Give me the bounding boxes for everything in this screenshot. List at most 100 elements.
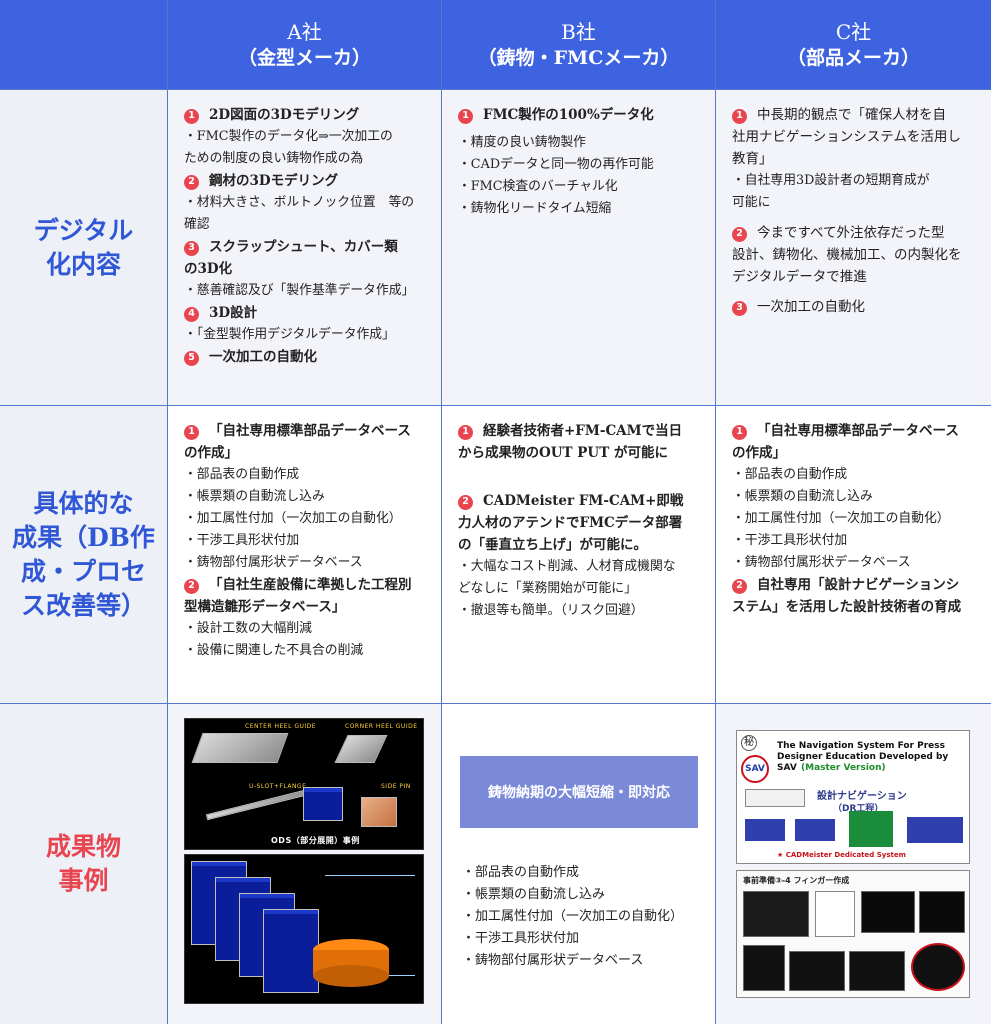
item-detail: 確認 xyxy=(184,217,210,232)
number-badge: 2 xyxy=(732,226,747,242)
u-slot-model xyxy=(205,787,315,821)
item-line: 社用ナビゲーションシステムを活用し xyxy=(732,129,961,145)
item-title: 「自社専用標準部品データベース xyxy=(757,423,959,439)
number-badge: 2 xyxy=(458,494,473,510)
item-detail: ・自社専用3D設計者の短期育成が xyxy=(732,173,930,188)
item-line: 中長期的観点で「確保人材を自 xyxy=(757,107,946,123)
flow-box-5 xyxy=(907,817,963,843)
item-title: から成果物のOUT PUT が可能に xyxy=(458,445,668,461)
slide2-image-1 xyxy=(743,891,809,937)
item-detail: ・部品表の自動作成 xyxy=(184,467,300,482)
item-line: デジタルデータで推進 xyxy=(732,269,867,285)
header-company-b: B社 （鋳物・FMCメーカ） xyxy=(442,0,716,90)
examples-b-list-item: ・部品表の自動作成 xyxy=(462,865,580,880)
results-a-list: 1 「自社専用標準部品データベースの作成」・部品表の自動作成・帳票類の自動流し込み… xyxy=(168,406,441,670)
spacer xyxy=(458,464,701,490)
examples-a-cell: CENTER HEEL GUIDE CORNER HEEL GUIDE U-SL… xyxy=(168,704,442,1024)
header-company-a: A社 （金型メーカ） xyxy=(168,0,442,90)
number-badge: 4 xyxy=(184,306,199,322)
row-examples-text: 成果物 事例 xyxy=(45,832,121,895)
confidential-badge: 秘 xyxy=(741,735,757,751)
list-item-heading: 1 FMC製作の100%データ化 xyxy=(458,104,701,126)
item-detail: ・鋳物化リードタイム短縮 xyxy=(458,201,612,216)
dialog-window xyxy=(303,787,343,821)
examples-b-list-item: ・帳票類の自動流し込み xyxy=(462,887,606,902)
item-detail: ・加工属性付加（一次加工の自動化） xyxy=(732,511,950,526)
header-b-type: （鋳物・FMCメーカ） xyxy=(477,46,680,69)
examples-c-cell: 秘 SAV The Navigation System For Press De… xyxy=(716,704,991,1024)
center-heel-guide-model xyxy=(191,733,289,763)
row-label-digital: デジタル 化内容 xyxy=(0,90,168,406)
slide2-title: 事前準備③-4 フィンガー作成 xyxy=(743,876,850,885)
slide2-image-5 xyxy=(789,951,845,991)
item-title: 一次加工の自動化 xyxy=(209,349,317,365)
item-detail: ・部品表の自動作成 xyxy=(732,467,848,482)
item-detail: ・干渉工具形状付加 xyxy=(184,533,300,548)
item-detail: ための制度の良い鋳物作成の為 xyxy=(184,151,364,166)
slide2-note xyxy=(815,891,855,937)
sav-system-label: ★ CADMeister Dedicated System xyxy=(777,851,906,859)
flow-box-4 xyxy=(849,811,893,847)
item-detail: ・帳票類の自動流し込み xyxy=(184,489,325,504)
results-a-cell: 1 「自社専用標準部品データベースの作成」・部品表の自動作成・帳票類の自動流し込み… xyxy=(168,406,442,704)
item-detail: 可能に xyxy=(732,195,771,210)
item-detail: ・大幅なコスト削減、人材育成機関な xyxy=(458,559,676,574)
item-detail: ・慈善確認及び「製作基準データ作成」 xyxy=(184,283,415,298)
list-item-heading: 2「自社生産設備に準拠した工程別型構造雛形データベース」 xyxy=(184,574,427,618)
header-c-name: C社 xyxy=(835,19,872,44)
item-title: の作成」 xyxy=(184,445,238,461)
header-a-name: A社 xyxy=(287,19,322,44)
examples-b-list-item: ・鋳物部付属形状データベース xyxy=(462,953,644,968)
item-line: 教育」 xyxy=(732,151,773,167)
slide2-image-4 xyxy=(743,945,785,991)
examples-b-list-item: ・加工属性付加（一次加工の自動化） xyxy=(462,909,684,924)
header-a-type: （金型メーカ） xyxy=(237,46,371,69)
spacer xyxy=(732,214,977,222)
corner-heel-guide-model xyxy=(334,735,388,763)
number-badge: 1 xyxy=(184,424,199,440)
number-badge: 3 xyxy=(184,240,199,256)
slide2-image-2 xyxy=(861,891,915,933)
row-digital-text: デジタル 化内容 xyxy=(33,215,134,279)
label-ods-example: ODS（部分展開）事例 xyxy=(271,836,360,845)
header-company-c: C社 （部品メーカ） xyxy=(716,0,991,90)
label-corner-heel: CORNER HEEL GUIDE xyxy=(345,723,418,730)
header-c-type: （部品メーカ） xyxy=(786,46,920,69)
examples-b-list-item: ・干渉工具形状付加 xyxy=(462,931,580,946)
finger-creation-slide: 事前準備③-4 フィンガー作成 xyxy=(736,870,970,998)
guide-line-1 xyxy=(325,875,415,876)
number-badge: 1 xyxy=(732,424,747,440)
item-title: 「自社専用標準部品データベース xyxy=(209,423,411,439)
item-title: スクラップシュート、カバー類 xyxy=(209,239,398,255)
row-label-results: 具体的な 成果（DB作 成・プロセ ス改善等） xyxy=(0,406,168,704)
item-title: 自社専用「設計ナビゲーションシ xyxy=(757,577,960,593)
flow-box-1 xyxy=(745,789,805,807)
item-detail: ・「金型製作用デジタルデータ作成」 xyxy=(184,327,395,342)
number-badge: 1 xyxy=(732,108,747,124)
cad-screenshot-1: CENTER HEEL GUIDE CORNER HEEL GUIDE U-SL… xyxy=(184,718,424,850)
label-side-pin: SIDE PIN xyxy=(381,783,411,790)
window-4 xyxy=(263,909,319,993)
results-c-list: 1「自社専用標準部品データベースの作成」・部品表の自動作成・帳票類の自動流し込み… xyxy=(716,406,991,626)
item-title: の作成」 xyxy=(732,445,786,461)
label-u-slot: U-SLOT+FLANGE xyxy=(249,783,307,790)
spacer xyxy=(732,318,977,326)
row-label-examples: 成果物 事例 xyxy=(0,704,168,1024)
item-detail: ・CADデータと同一物の再作可能 xyxy=(458,157,654,172)
slide2-image-3 xyxy=(919,891,965,933)
sav-navigation-slide: 秘 SAV The Navigation System For Press De… xyxy=(736,730,970,864)
item-title: CADMeister FM-CAM+即戦 xyxy=(483,493,684,509)
sav-dr-label: （DR工程） xyxy=(833,804,884,814)
item-title: FMC製作の100%データ化 xyxy=(483,107,654,123)
number-badge: 1 xyxy=(458,108,473,124)
item-detail: ・FMC検査のバーチャル化 xyxy=(458,179,618,194)
item-title: 経験者技術者+FM-CAMで当日 xyxy=(483,423,683,439)
flow-box-2 xyxy=(745,819,785,841)
number-badge: 2 xyxy=(184,578,199,594)
